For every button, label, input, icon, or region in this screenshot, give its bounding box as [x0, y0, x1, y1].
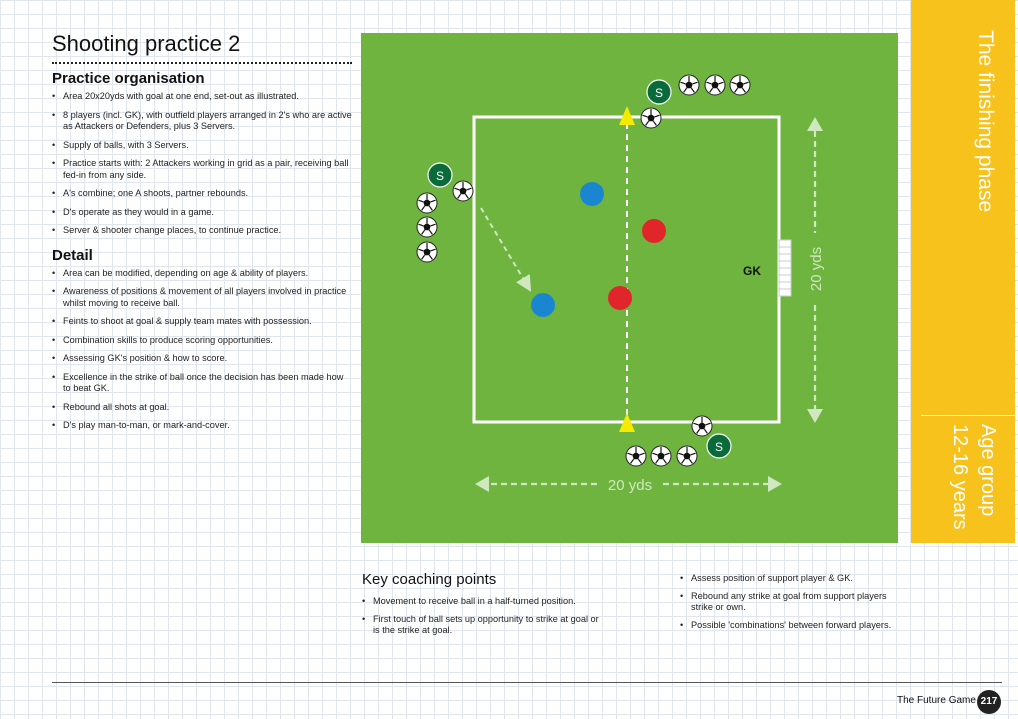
ball-icon — [452, 180, 474, 202]
ball-icon — [416, 216, 438, 238]
phase-sidebar — [911, 0, 1015, 543]
list-item: Area can be modified, depending on age &… — [52, 268, 352, 280]
ball-icon — [650, 445, 672, 467]
defender-2 — [608, 286, 632, 310]
server-top: S — [646, 79, 672, 105]
list-item: Awareness of positions & movement of all… — [52, 286, 352, 309]
list-item: Assess position of support player & GK. — [680, 573, 895, 585]
defender-1 — [642, 219, 666, 243]
phase-label: The finishing phase — [974, 30, 997, 213]
list-item: A's combine; one A shoots, partner rebou… — [52, 188, 352, 200]
height-dimension-label: 20 yds — [808, 247, 825, 291]
gk-label: GK — [743, 264, 761, 278]
list-item: Combination skills to produce scoring op… — [52, 335, 352, 347]
ball-icon — [691, 415, 713, 437]
ball-icon — [640, 107, 662, 129]
page-number: 217 — [977, 690, 1001, 714]
list-item: Movement to receive ball in a half-turne… — [362, 596, 602, 608]
list-item: Feints to shoot at goal & supply team ma… — [52, 316, 352, 328]
server-label: S — [715, 440, 723, 454]
detail-list: Area can be modified, depending on age &… — [52, 268, 352, 432]
cone-bottom — [619, 413, 635, 432]
list-item: Excellence in the strike of ball once th… — [52, 372, 352, 395]
list-item: Supply of balls, with 3 Servers. — [52, 140, 352, 152]
footer-rule — [52, 682, 1002, 683]
pitch-svg: GK S S S — [416, 74, 825, 494]
width-dimension-label: 20 yds — [608, 477, 652, 494]
list-item: First touch of ball sets up opportunity … — [362, 614, 602, 637]
left-column: Shooting practice 2 Practice organisatio… — [52, 30, 352, 439]
ball-icon — [676, 445, 698, 467]
ball-icon — [704, 74, 726, 96]
list-item: 8 players (incl. GK), with outfield play… — [52, 110, 352, 133]
server-label: S — [436, 169, 444, 183]
page-title: Shooting practice 2 — [52, 31, 241, 56]
ball-icon — [416, 241, 438, 263]
coaching-list-right: Assess position of support player & GK. … — [680, 573, 895, 631]
list-item: Assessing GK's position & how to score. — [52, 353, 352, 365]
coaching-heading: Key coaching points — [362, 571, 497, 588]
pass-arrow — [480, 207, 532, 292]
coaching-points-left: Key coaching points Movement to receive … — [362, 571, 602, 643]
practice-diagram: GK S S S — [361, 33, 898, 543]
list-item: Server & shooter change places, to conti… — [52, 225, 352, 237]
list-item: Possible 'combinations' between forward … — [680, 620, 895, 632]
list-item: Area 20x20yds with goal at one end, set-… — [52, 91, 352, 103]
list-item: D's play man-to-man, or mark-and-cover. — [52, 420, 352, 432]
server-bottom: S — [706, 433, 732, 459]
book-title: The Future Game — [897, 695, 976, 706]
cone-top — [619, 106, 635, 125]
sidebar-divider — [921, 415, 1015, 416]
list-item: Practice starts with: 2 Attackers workin… — [52, 158, 352, 181]
attacker-2 — [531, 293, 555, 317]
ball-icon — [625, 445, 647, 467]
server-left: S — [427, 162, 453, 188]
coaching-points-right: Assess position of support player & GK. … — [680, 573, 895, 637]
list-item: D's operate as they would in a game. — [52, 207, 352, 219]
server-label: S — [655, 86, 663, 100]
attacker-1 — [580, 182, 604, 206]
ball-icon — [678, 74, 700, 96]
organisation-list: Area 20x20yds with goal at one end, set-… — [52, 91, 352, 237]
title-divider — [52, 62, 352, 64]
list-item: Rebound any strike at goal from support … — [680, 591, 895, 614]
ball-icon — [729, 74, 751, 96]
detail-heading: Detail — [52, 246, 93, 264]
list-item: Rebound all shots at goal. — [52, 402, 352, 414]
ball-icon — [416, 192, 438, 214]
age-group-label: Age group 12-16 years — [949, 424, 999, 530]
organisation-heading: Practice organisation — [52, 70, 205, 87]
coaching-list-left: Movement to receive ball in a half-turne… — [362, 596, 602, 637]
